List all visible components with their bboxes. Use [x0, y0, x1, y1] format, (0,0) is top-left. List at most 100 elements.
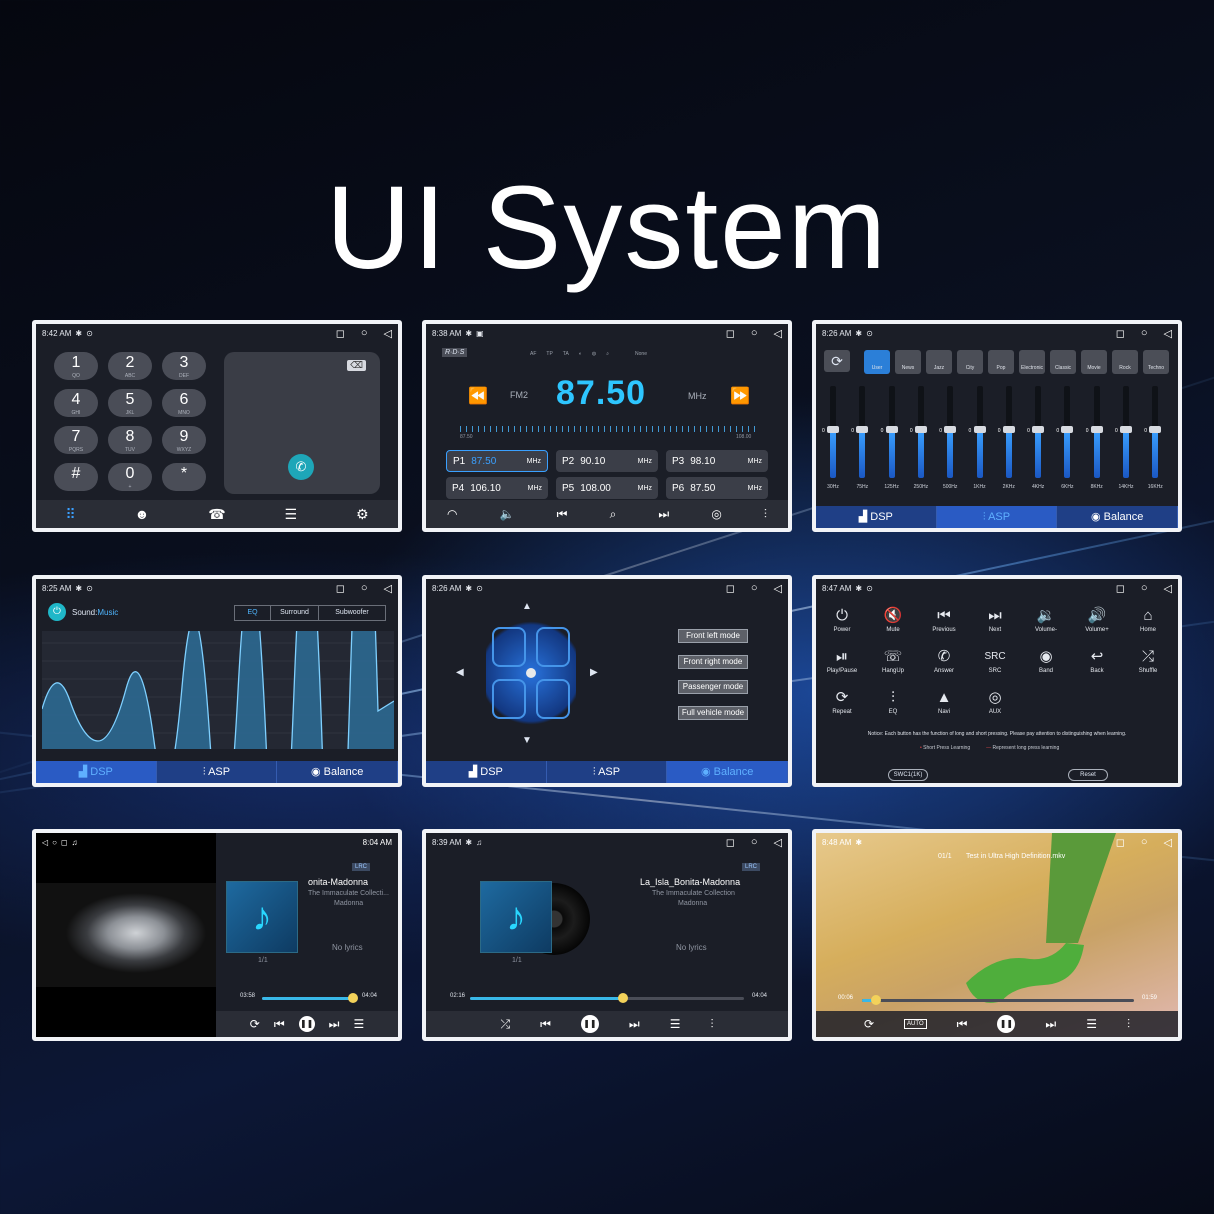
back-icon[interactable]: ◁	[1163, 327, 1172, 340]
swc-button[interactable]: ⏻Power	[820, 607, 864, 633]
recent-apps-icon[interactable]: ◻	[335, 582, 345, 595]
eq-slider[interactable]	[914, 386, 927, 478]
eq-slider[interactable]	[1149, 386, 1162, 478]
seat-front-left[interactable]	[492, 627, 526, 667]
seek-back-icon[interactable]: ⏪	[468, 388, 488, 405]
seek-forward-icon[interactable]: ⏩	[730, 388, 750, 405]
equalizer-icon[interactable]: ⫶	[763, 506, 767, 521]
swc-button[interactable]: ⤮Shuffle	[1126, 648, 1170, 674]
swc-button[interactable]: ⏯Play/Pause	[820, 648, 864, 674]
swc-button[interactable]: ⏮Previous	[922, 607, 966, 633]
swc-button[interactable]: 🔇Mute	[871, 607, 915, 633]
back-icon[interactable]: ◁	[42, 837, 49, 847]
back-icon[interactable]: ◁	[1163, 836, 1172, 849]
previous-icon[interactable]: ⏮	[556, 506, 568, 521]
eq-slider[interactable]	[944, 386, 957, 478]
next-icon[interactable]: ⏭	[658, 506, 670, 521]
volume-icon[interactable]: 🔈	[499, 507, 515, 521]
recent-apps-icon[interactable]: ◻	[1115, 327, 1125, 340]
reset-icon[interactable]: ⟳	[824, 350, 850, 372]
seek-bar[interactable]	[862, 995, 1134, 1005]
arrow-left-icon[interactable]: ◀	[456, 667, 464, 678]
eq-slider[interactable]	[827, 386, 839, 478]
tab-subwoofer[interactable]: Subwoofer	[335, 609, 369, 616]
pty-none[interactable]: None	[635, 351, 647, 357]
tab-asp[interactable]: ⫶ ASP	[547, 761, 668, 783]
home-icon[interactable]: ○	[750, 835, 758, 848]
messages-icon[interactable]: ☰	[284, 505, 298, 522]
tab-balance[interactable]: ◉ Balance	[667, 761, 788, 783]
sound-mode[interactable]: Music	[97, 608, 119, 617]
dialpad-icon[interactable]: ⠿	[65, 505, 76, 522]
call-log-icon[interactable]: ☎	[208, 505, 226, 522]
pause-button[interactable]: ❚❚	[580, 1015, 599, 1033]
swc-button[interactable]: ✆Answer	[922, 648, 966, 674]
call-button[interactable]: ✆	[288, 454, 314, 480]
recent-apps-icon[interactable]: ◻	[1115, 836, 1125, 849]
arrow-down-icon[interactable]: ▼	[522, 735, 532, 746]
eq-slider[interactable]	[885, 386, 898, 478]
lrc-badge[interactable]: LRC	[352, 863, 371, 871]
eq-slider-handle[interactable]	[856, 426, 869, 433]
back-icon[interactable]: ◁	[773, 327, 782, 340]
eq-slider-handle[interactable]	[1149, 426, 1162, 433]
reset-button[interactable]: Reset	[1068, 769, 1108, 781]
back-icon[interactable]: ◁	[383, 582, 392, 595]
video-frame[interactable]	[816, 833, 1178, 1037]
pause-button[interactable]: ❚❚	[997, 1015, 1016, 1033]
eq-slider-handle[interactable]	[914, 426, 927, 433]
eq-curve-graph[interactable]	[42, 631, 394, 749]
balance-mode-button[interactable]: Front right mode	[678, 654, 748, 669]
tp-flag[interactable]: TP	[546, 351, 553, 357]
seek-bar[interactable]	[470, 993, 744, 1003]
swc-button[interactable]: ▲Navi	[922, 689, 966, 715]
previous-icon[interactable]: ⏮	[540, 1016, 551, 1031]
seek-handle[interactable]	[870, 995, 881, 1005]
repeat-icon[interactable]: ⟳	[863, 1017, 875, 1031]
home-icon[interactable]: ○	[750, 326, 758, 339]
rds-badge[interactable]: R·D·S	[442, 348, 468, 357]
search-icon[interactable]: ⌕	[606, 351, 610, 357]
playlist-icon[interactable]: ☰	[669, 1017, 681, 1031]
balance-mode-button[interactable]: Passenger mode	[678, 680, 748, 694]
eq-slider-handle[interactable]	[1090, 426, 1103, 433]
recent-apps-icon[interactable]: ◻	[1115, 582, 1125, 595]
eq-slider[interactable]	[973, 386, 986, 478]
eq-preset-news[interactable]: News	[895, 350, 921, 374]
swc-button[interactable]: 🔊Volume+	[1075, 607, 1119, 633]
ta-flag[interactable]: TA	[562, 351, 569, 357]
swc-button[interactable]: ⏭Next	[973, 607, 1017, 633]
eq-slider[interactable]	[1120, 386, 1132, 478]
tab-eq[interactable]: EQ	[235, 606, 271, 620]
eq-slider-handle[interactable]	[1002, 426, 1015, 433]
tab-balance[interactable]: ◉ Balance	[1057, 506, 1178, 528]
balance-point[interactable]	[526, 668, 536, 678]
scan-icon[interactable]: ◠	[447, 507, 458, 521]
eq-preset-city[interactable]: City	[957, 350, 983, 374]
contacts-icon[interactable]: ☻	[134, 506, 150, 522]
recent-apps-icon[interactable]: ◻	[725, 582, 735, 595]
back-icon[interactable]: ◁	[1163, 582, 1172, 595]
settings-icon[interactable]: ⚙	[355, 505, 369, 522]
eq-preset-user[interactable]: User	[864, 350, 890, 374]
seek-handle[interactable]	[348, 993, 359, 1003]
recent-apps-icon[interactable]: ◻	[61, 837, 68, 847]
af-flag[interactable]: AF	[530, 351, 537, 357]
dial-key[interactable]: 0+	[108, 463, 152, 491]
eq-slider-handle[interactable]	[1061, 426, 1074, 433]
swc-button[interactable]: ⌂Home	[1126, 607, 1170, 633]
recent-apps-icon[interactable]: ◻	[335, 327, 345, 340]
swc-mode-button[interactable]: SWC1(1K)	[888, 769, 928, 781]
playlist-icon[interactable]: ☰	[353, 1017, 365, 1031]
swc-button[interactable]: ⟳Repeat	[820, 689, 864, 715]
recent-apps-icon[interactable]: ◻	[725, 327, 735, 340]
eq-slider[interactable]	[1090, 386, 1103, 478]
